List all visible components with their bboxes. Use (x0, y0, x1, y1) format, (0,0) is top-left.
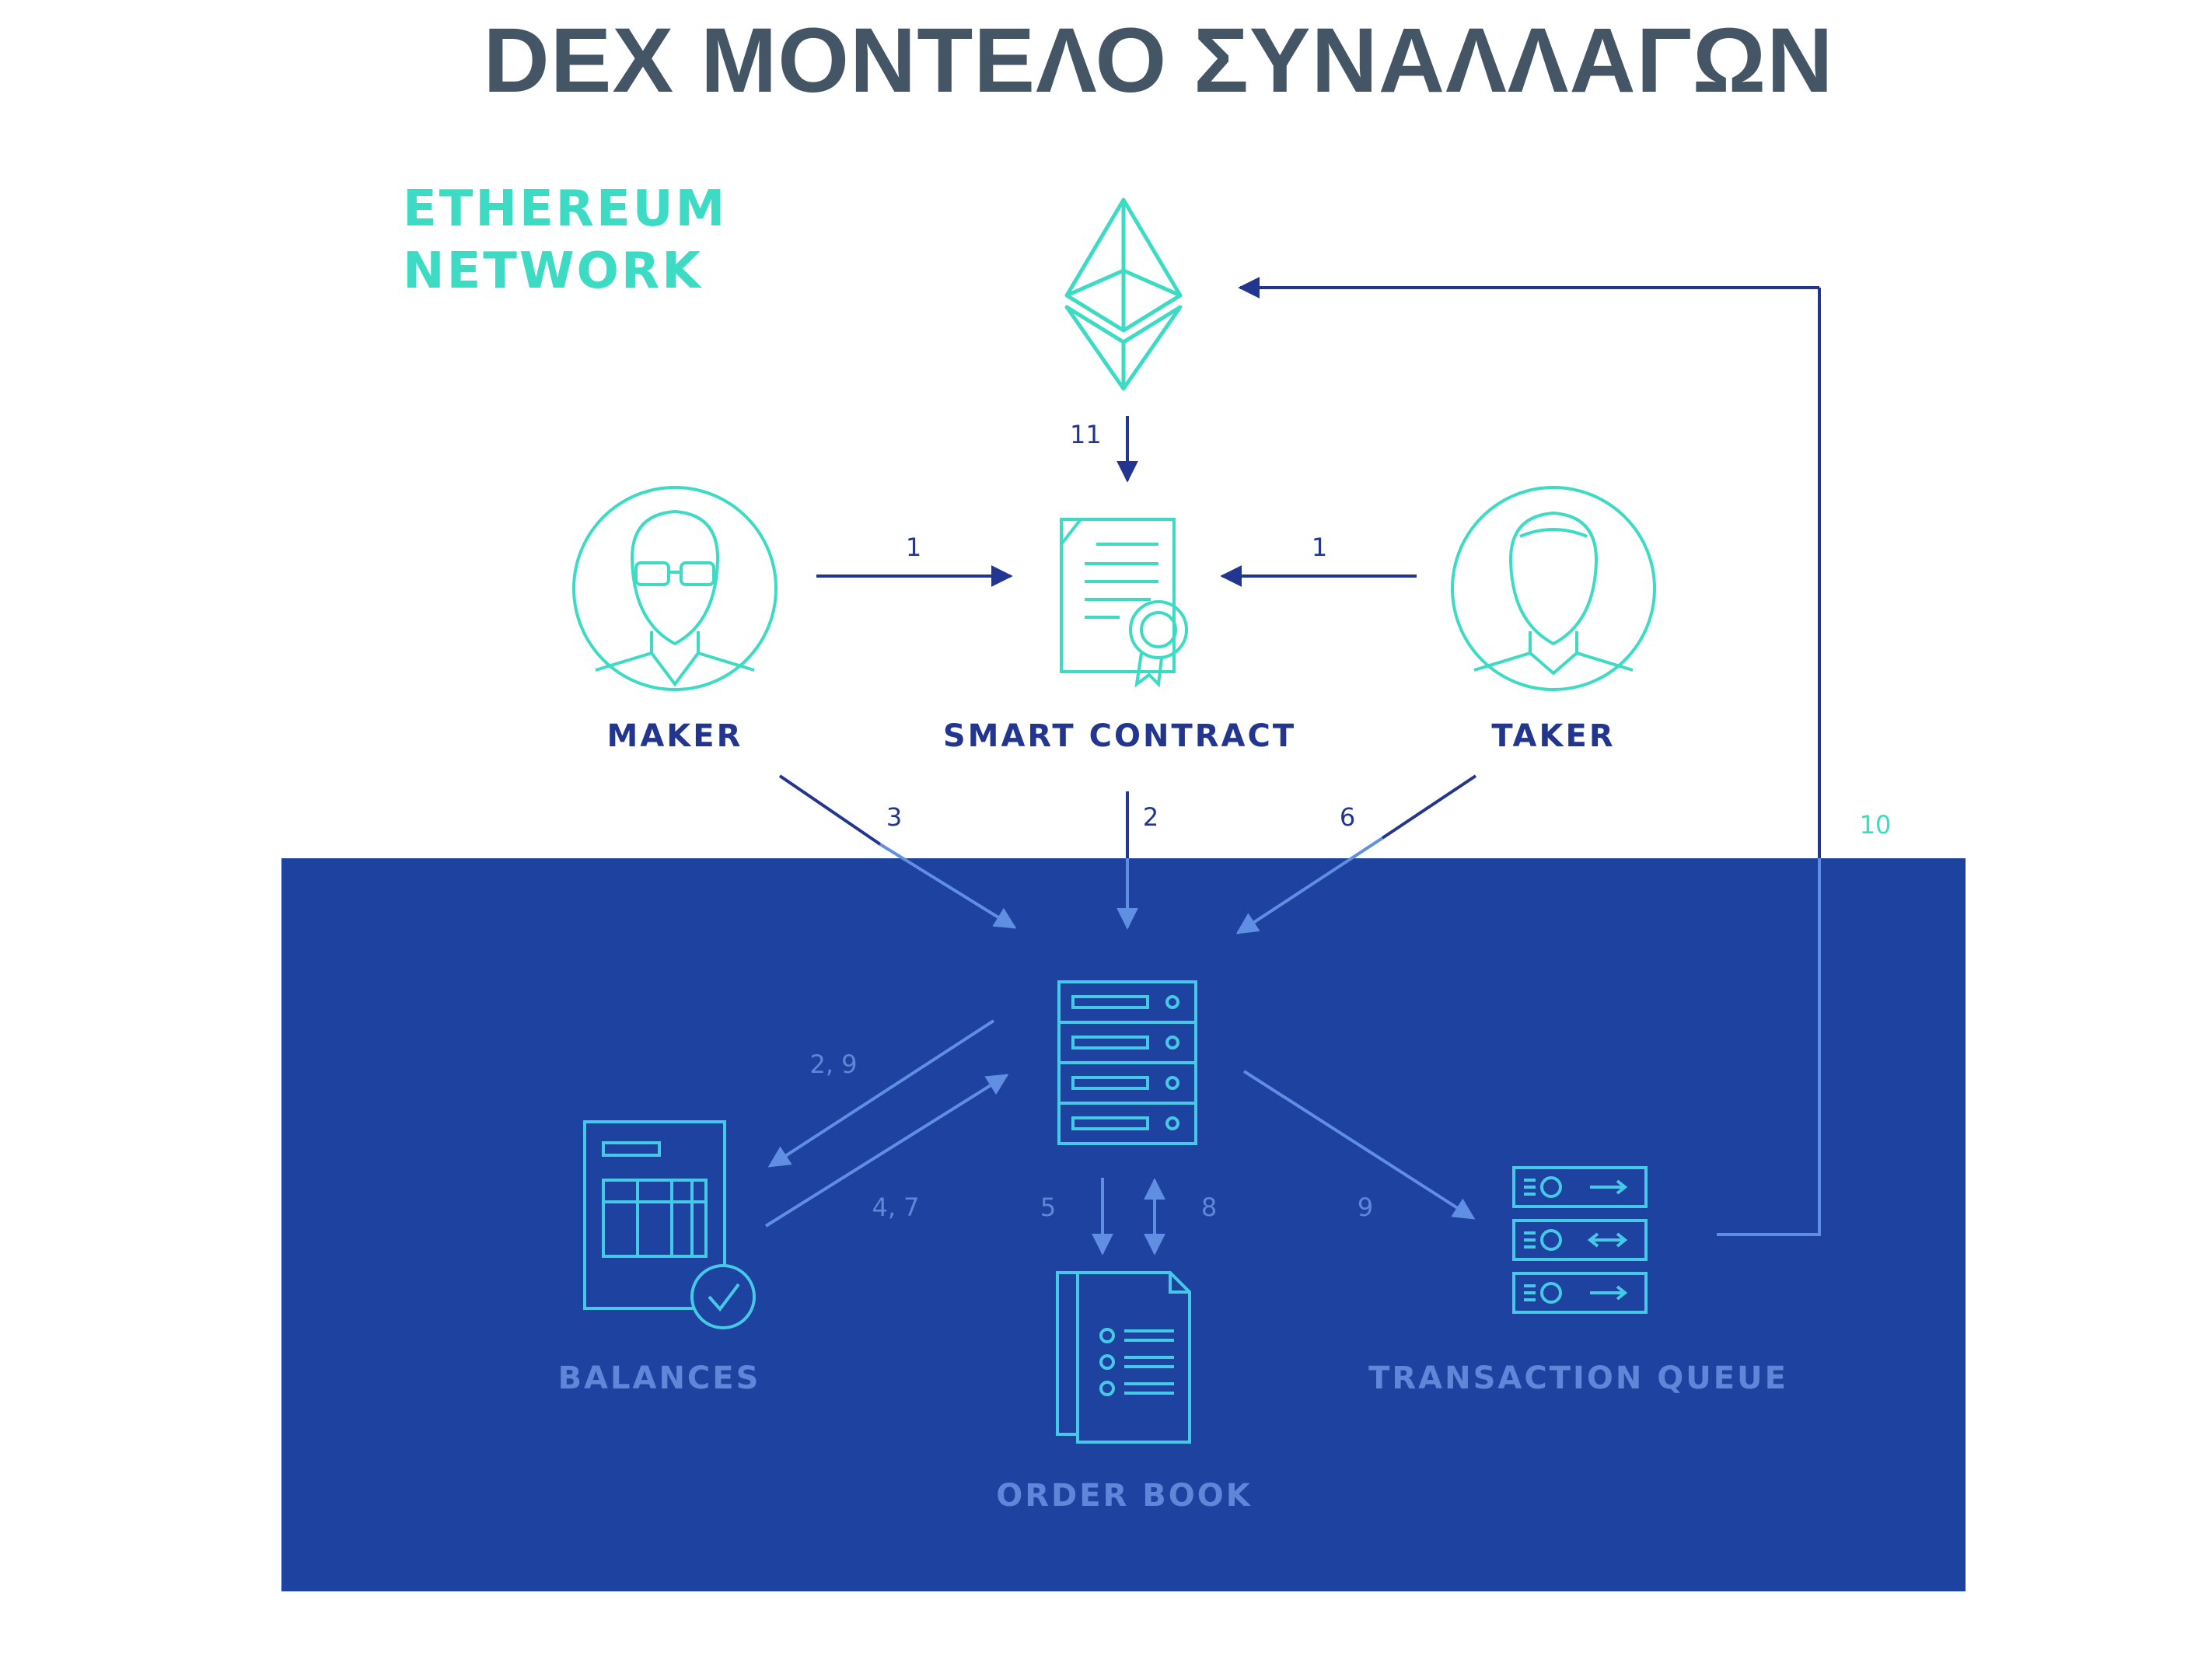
taker-avatar-icon (1451, 486, 1656, 691)
arrow-server-to-balances (767, 1019, 995, 1168)
transaction-queue-icon (1512, 1166, 1648, 1314)
step-taker-to-server: 6 (1340, 802, 1355, 832)
maker-label: MAKER (607, 718, 743, 754)
smart-contract-icon (1060, 518, 1188, 688)
order-book-icon (1056, 1271, 1191, 1444)
step-contract-to-server: 2 (1143, 802, 1158, 832)
step-server-to-orderbook: 5 (1040, 1193, 1056, 1222)
ethereum-icon (1064, 197, 1183, 391)
smart-contract-label: SMART CONTRACT (943, 718, 1296, 754)
page-title: DEX ΜΟΝΤΕΛΟ ΣΥΝΑΛΛΑΓΩΝ (483, 9, 1834, 112)
balances-label: BALANCES (558, 1360, 761, 1396)
network-label-line1: ETHEREUM (403, 180, 727, 238)
balances-icon (583, 1120, 756, 1329)
step-queue-to-eth: 10 (1860, 810, 1892, 840)
arrow-taker-to-server-a (1381, 774, 1477, 840)
step-orderbook-to-server: 8 (1201, 1193, 1217, 1222)
step-eth-to-contract: 11 (1070, 420, 1102, 449)
step-taker-to-contract: 1 (1312, 533, 1327, 562)
arrow-maker-to-server-a (778, 774, 882, 846)
step-server-to-queue: 9 (1358, 1193, 1373, 1222)
step-maker-to-server: 3 (886, 802, 902, 832)
arrow-maker-to-server-b (879, 843, 1017, 929)
step-balances-to-server: 4, 7 (872, 1193, 919, 1222)
arrow-taker-to-server-b (1235, 836, 1384, 934)
network-label-line2: NETWORK (403, 243, 703, 300)
arrow-server-to-queue (1242, 1070, 1476, 1220)
order-book-label: ORDER BOOK (996, 1478, 1253, 1514)
step-server-to-balances: 2, 9 (809, 1050, 857, 1079)
arrow-balances-to-server (764, 1074, 1009, 1228)
server-icon (1057, 980, 1197, 1145)
transaction-queue-label: TRANSACTION QUEUE (1368, 1360, 1788, 1396)
maker-avatar-icon (572, 486, 778, 691)
taker-label: TAKER (1491, 718, 1615, 754)
step-maker-to-contract: 1 (906, 533, 921, 562)
